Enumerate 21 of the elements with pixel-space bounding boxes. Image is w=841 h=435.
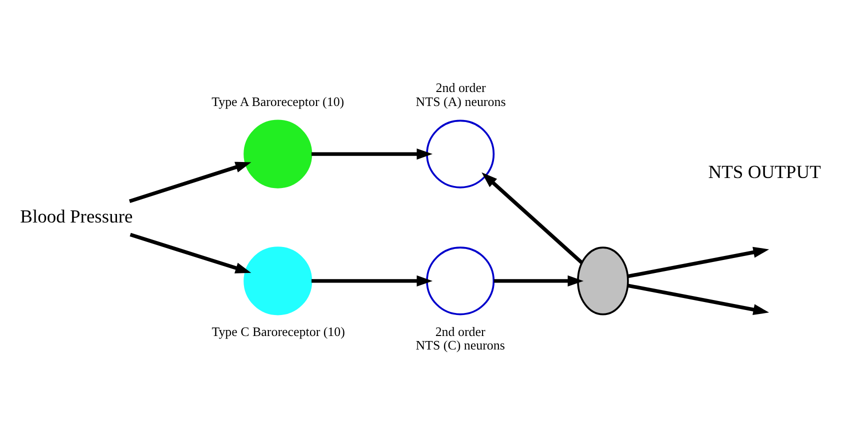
- node-circle: [426, 120, 495, 188]
- node-circle: [426, 246, 495, 316]
- arrow: [312, 275, 433, 286]
- node-label: 2nd order: [436, 80, 486, 96]
- node-label: Type A Baroreceptor (10): [212, 94, 344, 110]
- arrow: [130, 232, 252, 274]
- node-label: NTS (C) neurons: [416, 338, 505, 353]
- arrow: [627, 284, 770, 315]
- node-label: Type C Baroreceptor (10): [212, 324, 345, 339]
- node-circle: [244, 120, 312, 188]
- node-text: Blood Pressure: [20, 206, 133, 228]
- arrow: [494, 275, 584, 286]
- node-label: 2nd order: [435, 324, 486, 339]
- node-label: NTS (A) neurons: [416, 94, 506, 110]
- arrow: [128, 162, 252, 204]
- arrow: [312, 148, 433, 160]
- arrow: [482, 172, 584, 264]
- node-ellipse: [577, 246, 629, 316]
- arrow: [627, 246, 770, 278]
- node-circle: [244, 246, 312, 316]
- label: NTS OUTPUT: [708, 162, 821, 184]
